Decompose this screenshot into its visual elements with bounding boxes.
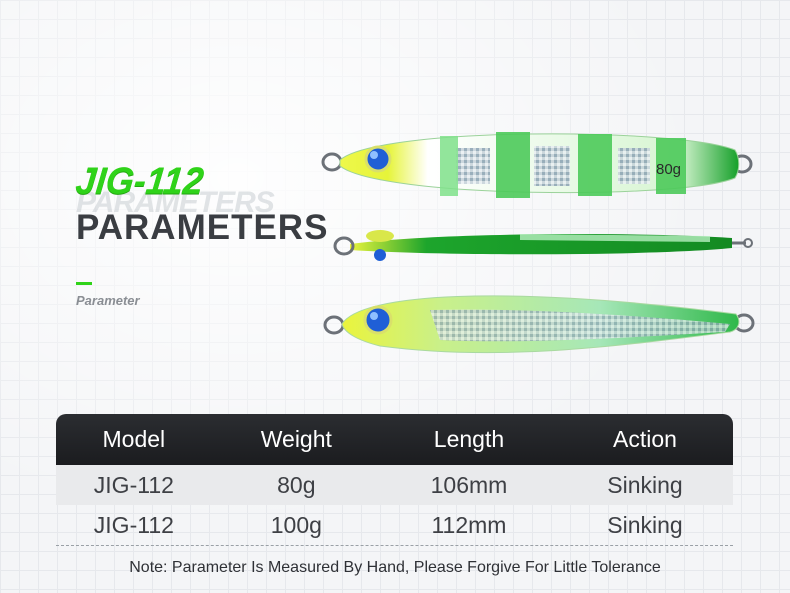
table-row: JIG-112 100g 112mm Sinking: [56, 505, 733, 546]
section-sub-label: Parameter: [76, 293, 140, 308]
product-code: JIG-112: [73, 158, 206, 202]
heading-watermark: PARAMETERS: [76, 186, 275, 219]
cell-weight: 100g: [270, 511, 322, 538]
column-header-weight: Weight: [260, 426, 332, 452]
column-header-model: Model: [102, 426, 166, 452]
lure-top-view: [321, 132, 753, 198]
lure-side-view: [333, 230, 753, 261]
cell-action: Sinking: [607, 471, 683, 498]
column-header-length: Length: [433, 426, 505, 452]
page-title: PARAMETERS: [76, 208, 329, 247]
cell-length: 112mm: [431, 511, 507, 538]
hero-section: PARAMETERS JIG-112 PARAMETERS Parameter: [73, 132, 755, 354]
cell-action: Sinking: [607, 511, 683, 538]
parameter-table: Model Weight Length Action JIG-112 80g 1…: [56, 414, 733, 546]
cell-model: JIG-112: [93, 511, 174, 538]
cell-weight: 80g: [277, 471, 316, 498]
cell-length: 106mm: [430, 471, 508, 498]
lure-profile-view: [323, 295, 755, 354]
column-header-action: Action: [613, 426, 677, 452]
accent-dash: [76, 282, 92, 285]
measurement-note: Note: Parameter Is Measured By Hand, Ple…: [129, 559, 661, 576]
table-row: JIG-112 80g 106mm Sinking: [56, 465, 733, 505]
lure-weight-label: 80g: [656, 161, 681, 178]
cell-model: JIG-112: [93, 471, 174, 498]
lure-images: 80g: [321, 132, 755, 354]
table-header: Model Weight Length Action: [56, 414, 733, 465]
